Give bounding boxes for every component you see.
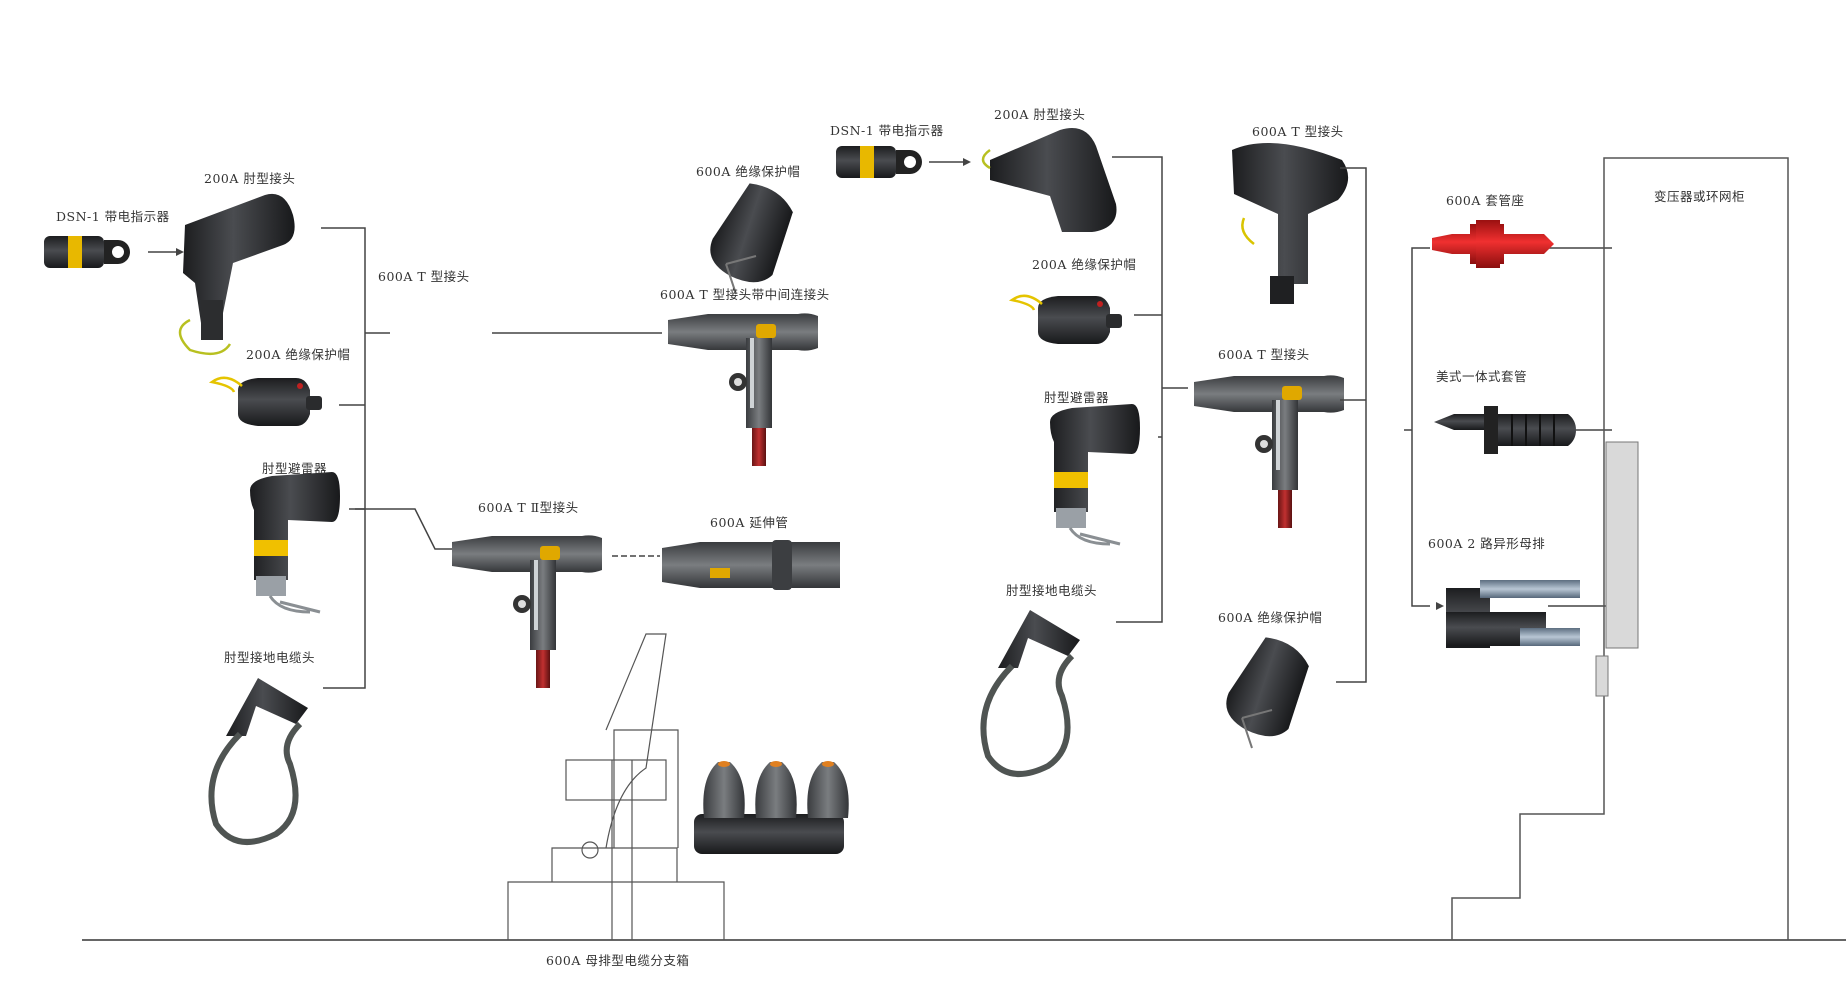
label-extension-600: 600A 延伸管 <box>710 515 789 530</box>
t-connector-icon <box>668 313 818 466</box>
label-cap200-left: 200A 绝缘保护帽 <box>246 347 351 362</box>
busbar-icon <box>1446 580 1580 648</box>
right-bracket <box>1336 167 1367 683</box>
elbow-arrester-icon <box>1048 402 1142 546</box>
label-t600-left-branch: 600A T 型接头 <box>378 269 470 284</box>
label-t600-mid-connector: 600A T 型接头带中间连接头 <box>660 287 830 302</box>
label-arrester-left: 肘型避雷器 <box>262 461 328 476</box>
label-cap200-right: 200A 绝缘保护帽 <box>1032 257 1137 272</box>
label-ground-right: 肘型接地电缆头 <box>1006 583 1098 598</box>
label-busbar-2way: 600A 2 路异形母排 <box>1428 536 1546 551</box>
grounding-elbow-icon <box>983 610 1080 774</box>
left-bracket <box>321 227 366 689</box>
insulating-cap-icon <box>210 376 324 428</box>
elbow-connector-icon <box>981 128 1117 232</box>
bushing-well-icon <box>1432 220 1554 268</box>
label-cable-branch-box: 600A 母排型电缆分支箱 <box>546 953 690 968</box>
insulating-cap-icon <box>1010 294 1124 346</box>
busbar-icon <box>694 761 849 854</box>
voltage-indicator-icon <box>44 236 130 268</box>
label-dsn1-right: DSN-1 带电指示器 <box>830 123 944 138</box>
label-dsn1-left: DSN-1 带电指示器 <box>56 209 170 224</box>
label-cap600-right: 600A 绝缘保护帽 <box>1218 610 1323 625</box>
label-ground-left: 肘型接地电缆头 <box>224 650 316 665</box>
label-arrester-right: 肘型避雷器 <box>1044 390 1110 405</box>
label-elbow200-right: 200A 肘型接头 <box>994 107 1086 122</box>
label-elbow200-left: 200A 肘型接头 <box>204 171 296 186</box>
transformer-icon <box>1451 157 1789 940</box>
t-connector-icon <box>1232 142 1349 304</box>
label-t600-ii: 600A T Ⅱ型接头 <box>478 500 579 515</box>
integral-bushing-icon <box>1434 406 1576 454</box>
label-t600-top-right: 600A T 型接头 <box>1252 124 1344 139</box>
label-integral-bushing: 美式一体式套管 <box>1436 369 1528 384</box>
insulating-cap-icon <box>1218 629 1315 749</box>
extension-tube-icon <box>662 540 840 590</box>
label-t600-mid-right: 600A T 型接头 <box>1218 347 1310 362</box>
label-transformer: 变压器或环网柜 <box>1654 189 1746 204</box>
elbow-arrester-icon <box>248 470 342 614</box>
insulating-cap-icon <box>702 175 799 295</box>
label-bushing-well-600: 600A 套管座 <box>1446 193 1525 208</box>
label-cap600-mid: 600A 绝缘保护帽 <box>696 164 801 179</box>
t-connector-icon <box>452 535 602 688</box>
t-connector-icon <box>1194 375 1344 528</box>
voltage-indicator-icon <box>836 146 922 178</box>
bushing-bracket <box>1404 247 1612 607</box>
right-mid-bracket <box>1112 156 1163 623</box>
elbow-connector-icon <box>178 193 295 356</box>
grounding-elbow-icon <box>211 678 308 842</box>
cable-branch-box-icon <box>507 633 725 940</box>
